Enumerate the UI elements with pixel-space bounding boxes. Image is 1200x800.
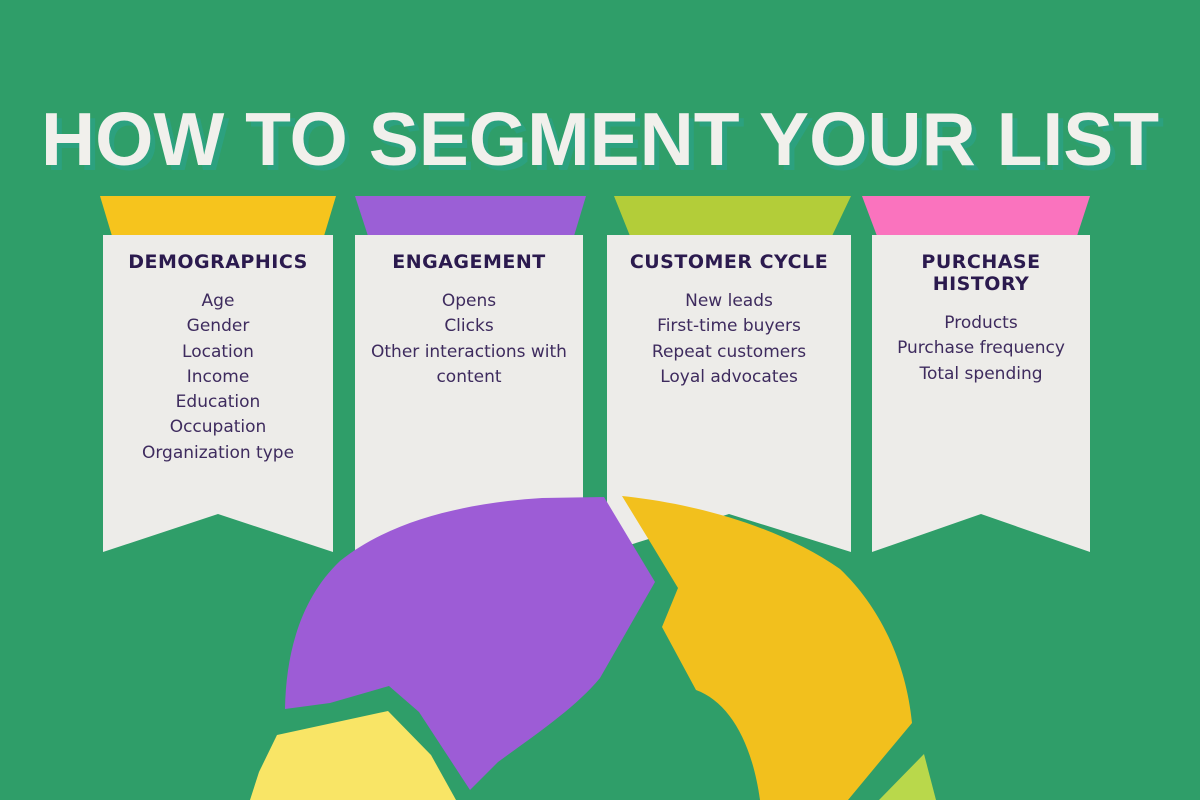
- card-item: Gender: [186, 316, 250, 337]
- card-title: DEMOGRAPHICS: [128, 251, 308, 273]
- demographics-arrow-segment: [250, 711, 456, 800]
- card-item: Loyal advocates: [660, 366, 798, 387]
- card-item: New leads: [685, 291, 773, 311]
- card-item: Organization type: [141, 442, 295, 463]
- card-item: Purchase frequency: [897, 338, 1065, 359]
- card-item: Clicks: [444, 316, 494, 337]
- customer-cycle-arrow-segment: [622, 496, 912, 800]
- card-item: Other interactions with content: [371, 341, 567, 387]
- card-engagement-ribbon: [355, 196, 586, 236]
- card-item: Income: [186, 366, 250, 387]
- card-item: First-time buyers: [657, 316, 801, 337]
- card-customer-cycle-ribbon: [614, 196, 851, 236]
- page-title: HOW TO SEGMENT YOUR LIST: [40, 97, 1160, 182]
- card-item: Total spending: [919, 363, 1043, 384]
- card-item: Opens: [441, 291, 497, 311]
- card-item: Location: [182, 341, 254, 362]
- card-title: ENGAGEMENT: [392, 251, 546, 273]
- card-item: Education: [175, 392, 261, 413]
- purchase-history-arrow-segment: [879, 754, 936, 800]
- engagement-arrow-segment: [285, 497, 655, 790]
- card-item: Products: [944, 313, 1018, 333]
- card-item: Repeat customers: [651, 341, 807, 362]
- card-demographics-ribbon: [100, 196, 336, 236]
- card-title: PURCHASE HISTORY: [921, 251, 1041, 295]
- card-item: Age: [201, 291, 235, 311]
- card-item: Occupation: [169, 417, 267, 438]
- card-purchase-history-ribbon: [862, 196, 1090, 236]
- card-title: CUSTOMER CYCLE: [629, 251, 829, 273]
